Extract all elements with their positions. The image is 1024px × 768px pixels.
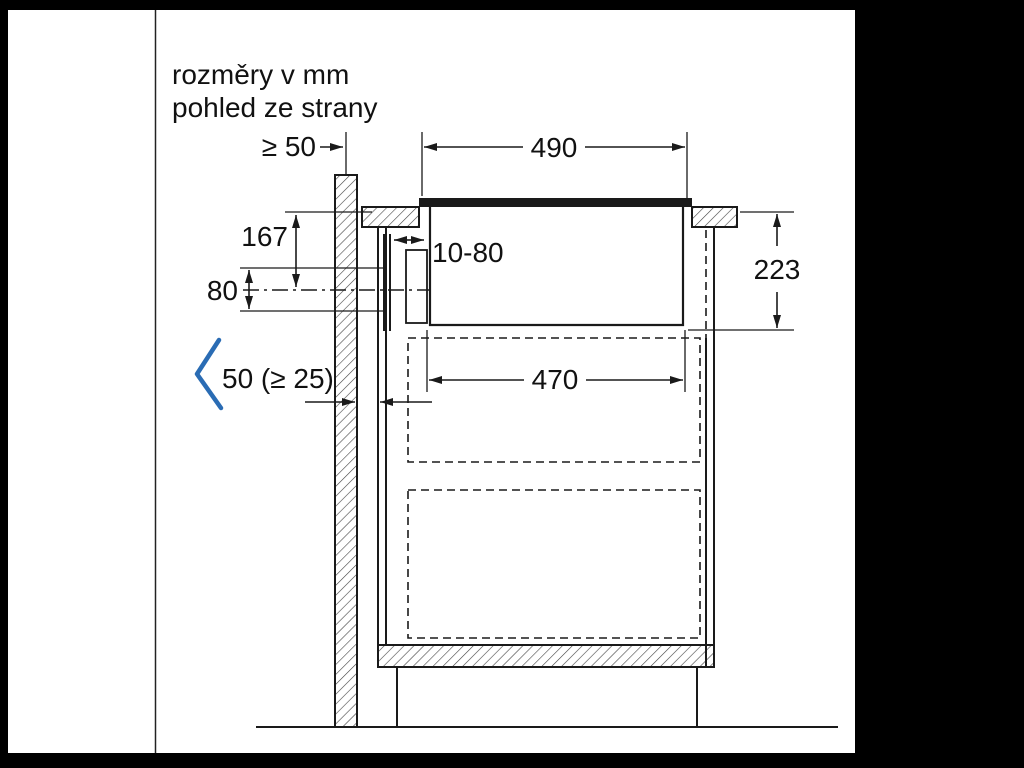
hob-body (428, 207, 685, 327)
page-title: rozměry v mm pohled ze strany (172, 59, 377, 123)
drawer-outline-upper (407, 337, 701, 463)
title-line-1: rozměry v mm (172, 59, 349, 90)
dim-470: 470 (426, 330, 686, 395)
dim-490: 490 (421, 132, 688, 200)
installation-diagram: rozměry v mm pohled ze strany (154, 10, 838, 753)
dim-223: 223 (688, 211, 801, 331)
dim-side-gap: 50 (≥ 25) (222, 363, 432, 406)
dim-10-80-label: 10-80 (432, 237, 504, 268)
worktop-left (361, 206, 420, 228)
dim-490-label: 490 (531, 132, 578, 163)
cabinet-bottom-panel (377, 644, 715, 668)
drawer-outline-lower (407, 489, 701, 639)
title-line-2: pohled ze strany (172, 92, 377, 123)
wall (334, 174, 358, 728)
dim-167-label: 167 (241, 221, 288, 252)
blue-annotation-mark (194, 337, 224, 411)
dim-167: 167 (241, 211, 372, 287)
dim-min-wall-clearance: ≥ 50 (262, 131, 347, 174)
cabinet (377, 227, 715, 727)
dim-side-gap-label: 50 (≥ 25) (222, 363, 334, 394)
drawing-canvas: rozměry v mm pohled ze strany (8, 10, 855, 753)
worktop-right (691, 206, 738, 228)
duct (383, 234, 428, 331)
hob-glass (419, 198, 692, 207)
dim-470-label: 470 (532, 364, 579, 395)
dim-223-label: 223 (754, 254, 801, 285)
dim-80: 80 (207, 267, 384, 312)
dim-80-label: 80 (207, 275, 238, 306)
dim-min-wall-clearance-label: ≥ 50 (262, 131, 316, 162)
dim-10-80: 10-80 (394, 236, 504, 268)
